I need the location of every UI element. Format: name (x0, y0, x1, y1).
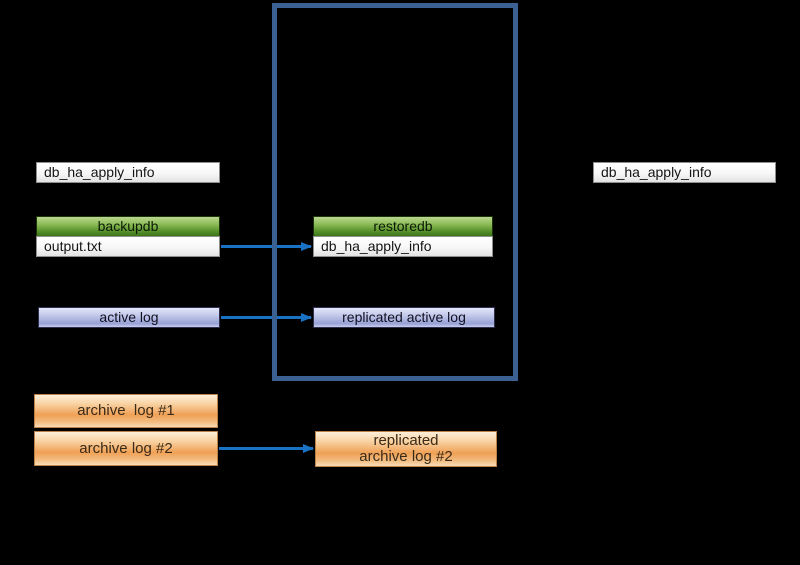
slave-node-boundary (272, 3, 518, 381)
box-db-ha-apply-info-right: db_ha_apply_info (593, 162, 776, 183)
box-replicated-active-log: replicated active log (313, 307, 495, 328)
box-archive-log-2: archive log #2 (34, 431, 218, 466)
box-backupdb: backupdb (36, 216, 220, 237)
box-label: archive log #1 (77, 402, 175, 420)
box-output-txt: output.txt (36, 236, 220, 257)
box-label: replicated active log (342, 309, 466, 326)
box-label: restoredb (373, 218, 433, 235)
box-db-ha-apply-info-slave: db_ha_apply_info (313, 236, 493, 257)
box-label: output.txt (44, 238, 102, 255)
box-label: backupdb (97, 218, 159, 235)
box-label: active log (99, 309, 159, 326)
box-archive-log-1: archive log #1 (34, 394, 218, 428)
box-label: db_ha_apply_info (601, 164, 712, 181)
box-label: db_ha_apply_info (321, 238, 432, 255)
box-active-log: active log (38, 307, 220, 328)
box-label-line1: replicated (373, 432, 439, 450)
box-label: db_ha_apply_info (44, 164, 155, 181)
box-replicated-archive-log-2: replicated archive log #2 (315, 431, 497, 467)
box-label: archive log #2 (79, 439, 173, 457)
box-restoredb: restoredb (313, 216, 493, 237)
box-label-line2: archive log #2 (359, 448, 453, 465)
box-db-ha-apply-info-master: db_ha_apply_info (36, 162, 220, 183)
